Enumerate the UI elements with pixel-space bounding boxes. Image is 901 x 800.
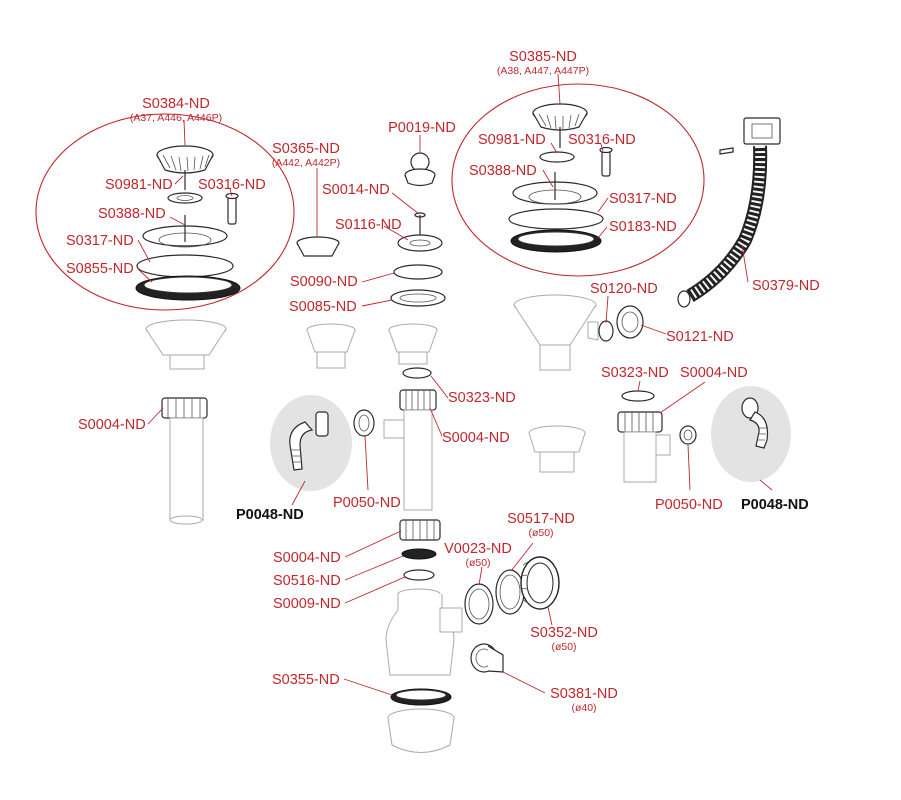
labels: S0384-ND (A37, A446, A446P) S0981-ND S03… (66, 49, 820, 714)
label-s0365-sub: (A442, A442P) (272, 157, 340, 169)
label-s0352-sub: (ø50) (551, 641, 576, 653)
left-strainer-basket (156, 145, 214, 190)
label-left-s0981: S0981-ND (105, 177, 173, 193)
right-black-gasket (510, 229, 602, 253)
leader-lines (137, 73, 773, 696)
center-s0323-washer (402, 367, 432, 379)
bottle-trap-body (385, 588, 463, 753)
left-nut-pipe (161, 397, 208, 525)
label-s0116: S0116-ND (335, 217, 402, 233)
label-s0009: S0009-ND (273, 596, 341, 612)
label-right-s0317: S0317-ND (609, 191, 677, 207)
left-strainer-body (142, 215, 228, 248)
label-s0385-sub: (A38, A447, A447P) (497, 65, 589, 77)
label-right-s0981: S0981-ND (478, 132, 546, 148)
label-p0048-left: P0048-ND (236, 507, 304, 523)
label-s0385: S0385-ND (509, 49, 577, 65)
s0517-ring (495, 569, 525, 615)
right-thin-gasket (508, 208, 604, 230)
p0019-plug (404, 152, 436, 187)
s0365-flange (296, 236, 340, 257)
p0048-right-elbow (741, 397, 769, 449)
label-s0121: S0121-ND (666, 329, 734, 345)
left-thin-gasket (136, 254, 234, 278)
p0048-left-elbow (289, 411, 329, 471)
label-p0048-right: P0048-ND (741, 497, 809, 513)
s0352-nut (520, 556, 560, 610)
right-strainer-group-outline (451, 83, 705, 277)
center-tee-pipe (383, 389, 437, 511)
label-s0352: S0352-ND (530, 625, 598, 641)
center-left-ghost-outlet (306, 323, 356, 369)
right-p0050-ring (679, 425, 697, 445)
label-s0004-lower: S0004-ND (273, 550, 341, 566)
label-s0085: S0085-ND (289, 299, 357, 315)
label-s0384: S0384-ND (142, 96, 210, 112)
right-ghost-basin (528, 425, 586, 473)
left-black-gasket (135, 275, 241, 301)
label-v0023: V0023-ND (444, 541, 512, 557)
s0121-nut (616, 305, 644, 339)
s0085-gasket (390, 289, 446, 307)
label-s0355: S0355-ND (272, 672, 340, 688)
label-s0517-sub: (ø50) (528, 527, 553, 539)
left-strainer-group-outline (35, 113, 295, 311)
right-tee (617, 411, 671, 483)
label-v0023-sub: (ø50) (465, 557, 490, 569)
s0381-reducer (470, 643, 504, 673)
label-right-s0388: S0388-ND (469, 163, 537, 179)
right-strainer-body (512, 172, 598, 205)
label-s0517: S0517-ND (507, 511, 575, 527)
label-s0381: S0381-ND (550, 686, 618, 702)
label-right-s0183: S0183-ND (609, 219, 677, 235)
s0379-overflow-hose (677, 117, 781, 308)
right-screw (599, 146, 613, 177)
p0048-right-highlight (711, 386, 791, 482)
label-left-s0316: S0316-ND (198, 177, 266, 193)
v0023-gasket (464, 583, 494, 625)
left-screw (225, 192, 239, 225)
right-strainer-basket (532, 103, 588, 148)
label-s0323-right: S0323-ND (601, 365, 669, 381)
s0516-gasket (401, 548, 437, 560)
label-s0516: S0516-ND (273, 573, 341, 589)
label-s0381-sub: (ø40) (571, 702, 596, 714)
label-right-s0316: S0316-ND (568, 132, 636, 148)
center-right-ghost-outlet (388, 323, 438, 365)
label-left-s0388: S0388-ND (98, 206, 166, 222)
s0009-washer (403, 569, 435, 581)
s0090-washer (393, 264, 443, 280)
s0120-washer (598, 320, 614, 342)
left-small-washer (167, 192, 203, 204)
right-small-washer (539, 151, 575, 163)
s0004-lower-nut (399, 519, 441, 541)
right-ghost-outlet (513, 294, 599, 371)
label-s0365: S0365-ND (272, 141, 340, 157)
label-left-s0317: S0317-ND (66, 233, 134, 249)
label-p0019: P0019-ND (388, 120, 456, 136)
label-s0004-right: S0004-ND (680, 365, 748, 381)
center-p0050-ring (353, 409, 375, 437)
label-s0014: S0014-ND (322, 182, 390, 198)
label-s0379: S0379-ND (752, 278, 820, 294)
label-s0384-sub: (A37, A446, A446P) (130, 112, 222, 124)
label-left-s0855: S0855-ND (66, 261, 134, 277)
label-s0004-left: S0004-ND (78, 417, 146, 433)
label-p0050-right: P0050-ND (655, 497, 723, 513)
label-s0004-center: S0004-ND (442, 430, 510, 446)
label-s0323-center: S0323-ND (448, 390, 516, 406)
s0116-strainer (397, 234, 443, 252)
label-s0120: S0120-ND (590, 281, 658, 297)
label-p0050-center: P0050-ND (333, 495, 401, 511)
p0048-left-highlight (270, 395, 352, 491)
left-ghost-outlet (145, 319, 227, 370)
right-s0323-washer (621, 390, 655, 402)
label-s0090: S0090-ND (290, 274, 358, 290)
